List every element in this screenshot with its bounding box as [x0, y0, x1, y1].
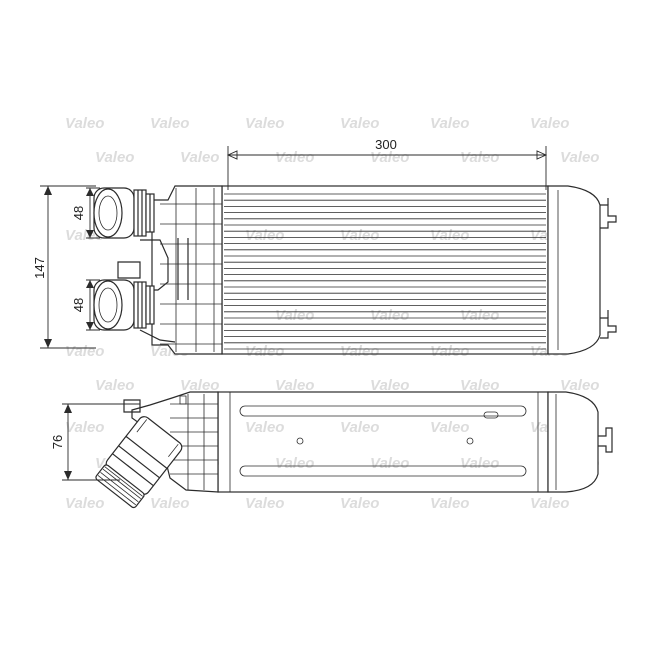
port-lower-label: 48 — [71, 298, 86, 312]
brand-watermark: Valeo — [430, 115, 469, 132]
brand-watermark: Valeo — [245, 115, 284, 132]
brand-watermark: Valeo — [180, 149, 219, 166]
brand-watermark: Valeo — [95, 149, 134, 166]
brand-watermark: Valeo — [65, 495, 104, 512]
brand-watermark: Valeo — [340, 419, 379, 436]
brand-watermark: Valeo — [245, 343, 284, 360]
brand-watermark: Valeo — [370, 149, 409, 166]
brand-watermark: Valeo — [245, 227, 284, 244]
brand-watermark: Valeo — [370, 307, 409, 324]
brand-watermark: Valeo — [340, 343, 379, 360]
brand-watermark: Valeo — [180, 377, 219, 394]
brand-watermark: Valeo — [150, 115, 189, 132]
dimension-depth: 76 — [50, 403, 140, 481]
length-label: 300 — [375, 137, 397, 152]
brand-watermark: Valeo — [530, 495, 569, 512]
left-tank-ribs — [160, 188, 222, 352]
brand-watermark: Valeo — [530, 115, 569, 132]
brand-watermark: Valeo — [95, 377, 134, 394]
brand-watermark: Valeo — [340, 495, 379, 512]
brand-watermark: Valeo — [370, 377, 409, 394]
brand-watermark: Valeo — [275, 307, 314, 324]
brand-watermark: Valeo — [275, 455, 314, 472]
brand-watermark: Valeo — [275, 377, 314, 394]
dimension-height-total: 147 — [32, 185, 96, 349]
brand-watermark: Valeo — [460, 149, 499, 166]
brand-watermark: Valeo — [275, 149, 314, 166]
brand-watermark: Valeo — [460, 377, 499, 394]
side-body-outline — [217, 391, 549, 493]
brand-watermark: Valeo — [245, 495, 284, 512]
dimension-port-lower: 48 — [71, 279, 100, 331]
brand-watermark: Valeo — [460, 455, 499, 472]
brand-watermark: Valeo — [430, 419, 469, 436]
brand-watermark: Valeo — [560, 149, 599, 166]
brand-watermark: Valeo — [430, 495, 469, 512]
brand-watermark: Valeo — [150, 495, 189, 512]
side-view — [95, 391, 613, 509]
port-upper-label: 48 — [71, 206, 86, 220]
core-fins — [224, 193, 546, 350]
brand-watermark: Valeo — [65, 343, 104, 360]
height-total-label: 147 — [32, 257, 47, 279]
front-view — [93, 185, 617, 355]
brand-watermark: Valeo — [245, 419, 284, 436]
brand-watermark: Valeo — [560, 377, 599, 394]
angled-outlet-port — [95, 416, 183, 509]
core-outline — [221, 185, 549, 355]
brand-watermark: Valeo — [340, 115, 379, 132]
brand-watermark: Valeo — [430, 343, 469, 360]
brand-watermark: Valeo — [370, 455, 409, 472]
left-tank — [117, 185, 223, 355]
brand-watermark: Valeo — [340, 227, 379, 244]
dimension-port-upper: 48 — [71, 187, 100, 239]
right-end-tank — [547, 185, 617, 355]
depth-label: 76 — [50, 435, 65, 449]
brand-watermark: Valeo — [65, 419, 104, 436]
dimension-length: 300 — [226, 137, 548, 190]
brand-watermark: Valeo — [430, 227, 469, 244]
lower-inlet-port — [93, 279, 176, 343]
brand-watermark: Valeo — [65, 115, 104, 132]
brand-watermark: Valeo — [460, 307, 499, 324]
upper-inlet-port — [93, 187, 155, 239]
